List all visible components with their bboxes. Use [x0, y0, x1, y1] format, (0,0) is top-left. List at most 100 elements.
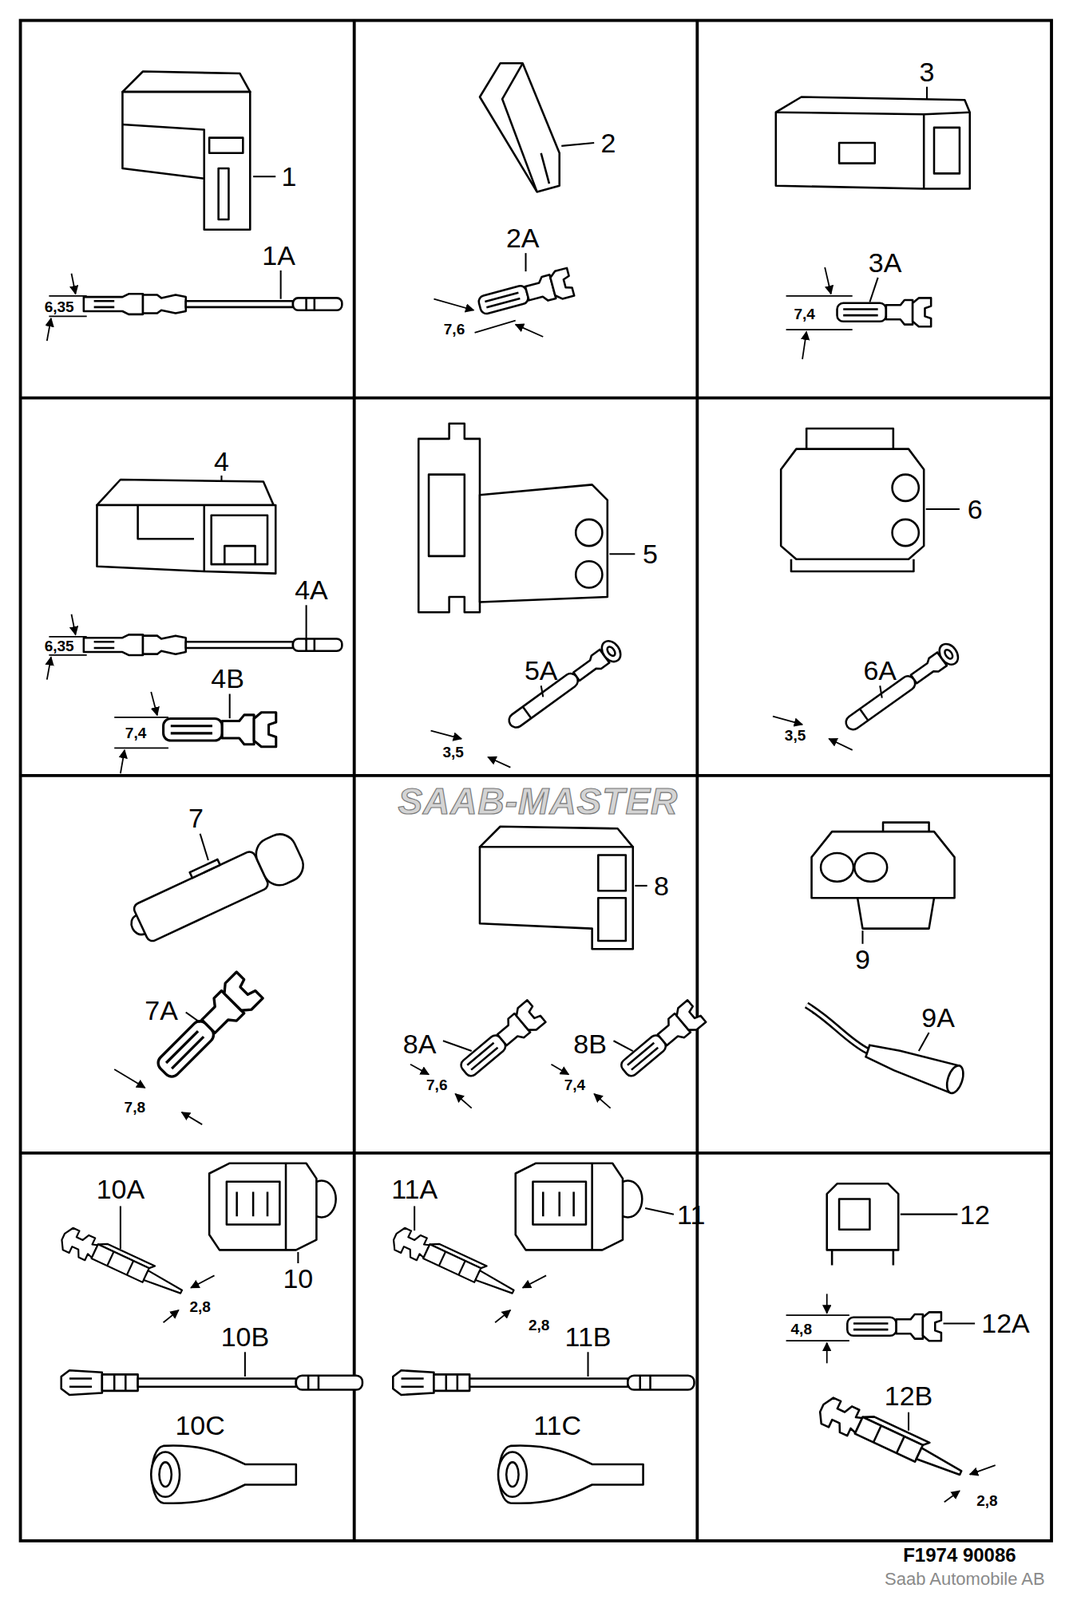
housing-drawings [218, 168, 230, 220]
frame-grid [20, 20, 1052, 1542]
callout-number: 12 [959, 1201, 990, 1229]
housing-drawings [575, 561, 602, 588]
housing-drawings [839, 1199, 870, 1230]
callout-number: 10C [174, 1412, 225, 1440]
housing-drawings [202, 505, 206, 572]
leader-lines [907, 1413, 910, 1432]
housing-drawings [780, 449, 924, 560]
dimension-arrows [824, 267, 832, 294]
source-credit: Saab Automobile AB [884, 1571, 1046, 1589]
leader-lines [926, 87, 928, 99]
leader-lines [609, 553, 635, 555]
dimension-label: 3,5 [784, 727, 806, 743]
dimension-arrows [71, 273, 76, 295]
dimension-label: 2,8 [528, 1317, 550, 1333]
dimension-label: 7,4 [125, 725, 147, 741]
dimension-arrows [120, 750, 125, 774]
leader-lines [561, 142, 594, 147]
housing-drawings [96, 63, 970, 1266]
callout-number: 11C [533, 1412, 582, 1440]
terminal-drawings [806, 1005, 868, 1053]
housing-drawings [934, 127, 960, 175]
terminal-drawings [498, 1446, 644, 1505]
terminal-drawings [847, 1312, 942, 1342]
leader-lines [918, 1033, 930, 1052]
dimension-label: 2,8 [189, 1298, 210, 1315]
housing-drawings [479, 847, 634, 950]
dimension-arrows [786, 296, 853, 330]
dimension-arrows [114, 717, 169, 749]
dimension-label: 6,35 [44, 638, 75, 654]
housing-drawings [479, 827, 634, 848]
terminal-drawings [163, 712, 277, 748]
housing-drawings [597, 898, 626, 942]
housing-drawings [575, 519, 602, 547]
dimension-label: 7,8 [124, 1100, 146, 1116]
dimension-arrows [455, 1094, 472, 1109]
callout-number: 7 [188, 804, 204, 832]
watermark: SAAB-MASTER [397, 783, 678, 820]
terminal-drawings [58, 1226, 187, 1303]
callout-number: 4B [210, 665, 245, 693]
callout-number: 8B [573, 1030, 607, 1058]
housing-drawings [839, 142, 876, 164]
dimension-arrows [163, 1310, 179, 1323]
leader-lines [186, 1012, 201, 1023]
callout-number: 1 [281, 162, 297, 191]
leader-lines [634, 885, 647, 887]
callout-number: 12A [981, 1310, 1030, 1338]
dimension-arrows [826, 1343, 828, 1365]
callout-number: 10 [282, 1265, 313, 1293]
frame-grid [20, 20, 1052, 1542]
dimension-arrows [114, 1069, 145, 1089]
housing-drawings [418, 423, 480, 614]
housing-drawings [515, 1164, 643, 1252]
housing-drawings [122, 91, 250, 230]
dimension-arrows [802, 332, 807, 361]
dimension-arrows [970, 1465, 996, 1476]
terminal-drawings [392, 1370, 694, 1396]
callout-number: 8 [653, 872, 670, 900]
callout-number: 10A [96, 1175, 146, 1204]
housing-drawings [811, 831, 955, 899]
leader-lines [443, 1041, 472, 1052]
housing-drawings [892, 519, 919, 547]
housing-drawings [132, 850, 270, 944]
housing-drawings [831, 1250, 894, 1266]
terminal-drawings [863, 1037, 967, 1096]
callout-number: 6 [967, 495, 983, 523]
dimension-arrows [433, 299, 474, 311]
housing-drawings [250, 829, 309, 891]
callout-number: 1A [261, 241, 296, 270]
dimension-arrows [826, 1294, 828, 1314]
dimension-arrows [515, 324, 544, 337]
terminal-drawings [840, 640, 963, 736]
leader-lines [119, 1206, 122, 1250]
terminal-drawings [837, 297, 932, 327]
housing-drawings [479, 63, 560, 192]
dimension-arrows [944, 1491, 960, 1503]
terminal-drawings [863, 1037, 960, 1094]
leader-lines [244, 1352, 246, 1378]
dimension-label: 3,5 [443, 744, 464, 761]
housing-drawings [806, 428, 894, 450]
callout-number: 11 [677, 1201, 705, 1229]
dimension-label: 7,4 [564, 1077, 586, 1093]
leader-lines [613, 1041, 633, 1052]
terminal-drawings [83, 293, 343, 315]
callout-number: 4A [294, 576, 329, 604]
dimension-arrows [786, 1315, 850, 1342]
callout-number: 11B [565, 1323, 612, 1351]
housing-drawings [428, 475, 465, 557]
leader-lines [120, 87, 975, 1432]
terminal-drawings [58, 268, 967, 1505]
leader-lines [869, 277, 878, 303]
leader-lines [305, 605, 308, 642]
dimension-label: 7,6 [443, 320, 465, 337]
leader-lines [879, 685, 883, 698]
dimension-arrows [47, 657, 52, 680]
leader-lines [296, 1252, 299, 1264]
terminal-drawings [455, 1000, 546, 1083]
leader-lines [280, 270, 282, 300]
housing-drawings [138, 505, 195, 539]
